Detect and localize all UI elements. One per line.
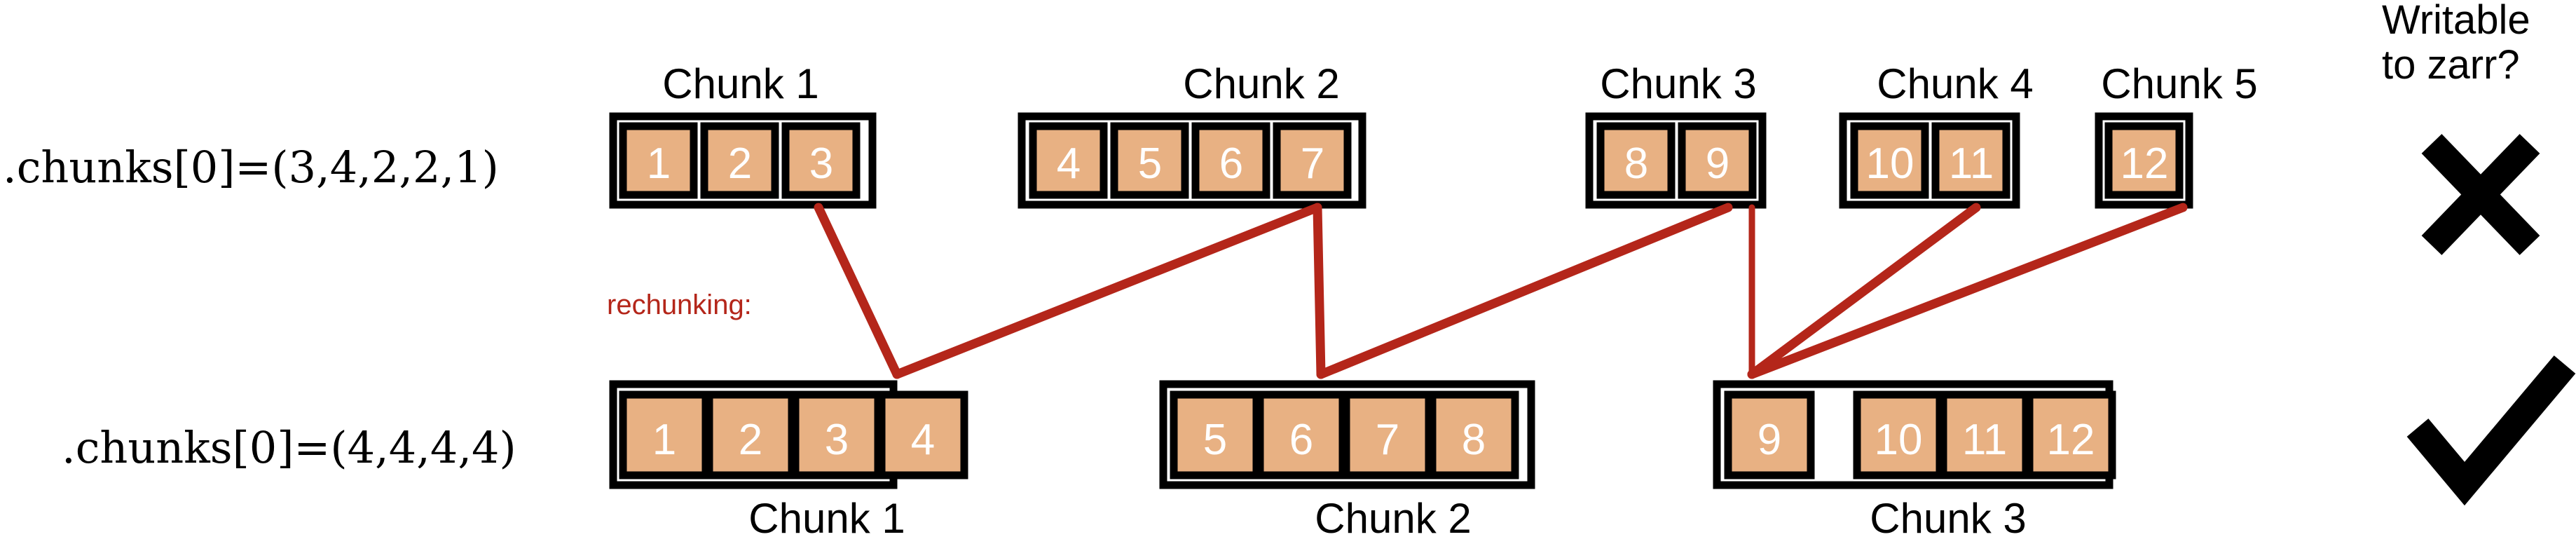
bottom-cell-1[interactable]: 1 <box>619 390 710 479</box>
top-cell-10-label: 10 <box>1866 140 1914 188</box>
top-cell-12[interactable]: 12 <box>2104 122 2184 199</box>
top-row-cells: 1 2 3 4 5 6 <box>619 122 2184 199</box>
writable-header-line2: to zarr? <box>2382 42 2520 88</box>
bottom-cell-7-label: 7 <box>1376 416 1399 464</box>
top-cell-4-label: 4 <box>1057 140 1081 188</box>
bottom-chunk-label-3: Chunk 3 <box>1870 495 2026 542</box>
bottom-cell-2-label: 2 <box>739 416 762 464</box>
bottom-cell-5[interactable]: 5 <box>1170 390 1261 479</box>
top-chunk-label-3: Chunk 3 <box>1600 60 1756 107</box>
top-group-4[interactable] <box>1839 112 2020 209</box>
bottom-cell-11[interactable]: 11 <box>1939 390 2030 479</box>
top-cell-2-label: 2 <box>728 140 752 188</box>
bottom-cell-12[interactable]: 12 <box>2025 390 2116 479</box>
bottom-row-code-label: .chunks[0]=(4,4,4,4) <box>62 422 516 473</box>
top-chunk-label-1: Chunk 1 <box>662 60 818 107</box>
top-row-code-label: .chunks[0]=(3,4,2,2,1) <box>3 142 499 193</box>
top-cell-7-label: 7 <box>1301 140 1324 188</box>
bottom-cell-10[interactable]: 10 <box>1853 390 1944 479</box>
check-mark-icon <box>2406 355 2576 506</box>
bottom-cell-7[interactable]: 7 <box>1342 390 1433 479</box>
top-group-5[interactable] <box>2095 112 2193 209</box>
bottom-cell-9[interactable]: 9 <box>1724 390 1815 479</box>
bottom-cell-8[interactable]: 8 <box>1428 390 1519 479</box>
connector-4 <box>1316 203 1733 379</box>
top-cell-4[interactable]: 4 <box>1029 122 1108 199</box>
bottom-cell-4[interactable]: 4 <box>877 390 968 479</box>
top-cell-1[interactable]: 1 <box>619 122 698 199</box>
bottom-cell-6[interactable]: 6 <box>1256 390 1347 479</box>
connector-7 <box>1747 203 2188 379</box>
top-cell-10[interactable]: 10 <box>1850 122 1929 199</box>
top-chunk-label-2: Chunk 2 <box>1183 60 1339 107</box>
bottom-cell-9-label: 9 <box>1758 416 1781 464</box>
top-cell-3[interactable]: 3 <box>781 122 861 199</box>
bottom-row-cells: 1 2 3 4 5 6 7 <box>619 390 2116 479</box>
bottom-cell-8-label: 8 <box>1462 416 1486 464</box>
bottom-group-2[interactable] <box>1159 380 1535 489</box>
top-group-2[interactable] <box>1018 112 1366 209</box>
top-row-chunk-labels: Chunk 1 Chunk 2 Chunk 3 Chunk 4 Chunk 5 <box>662 60 2257 107</box>
bottom-row-chunk-labels: Chunk 1 Chunk 2 Chunk 3 <box>748 495 2026 542</box>
top-cell-6[interactable]: 6 <box>1191 122 1270 199</box>
bottom-cell-11-label: 11 <box>1962 416 2007 464</box>
top-cell-1-label: 1 <box>647 140 671 188</box>
top-cell-7[interactable]: 7 <box>1273 122 1352 199</box>
rechunking-annotation: rechunking: <box>607 290 752 320</box>
top-cell-8-label: 8 <box>1624 140 1648 188</box>
cross-mark-icon <box>2421 134 2540 255</box>
connector-2 <box>892 203 1322 379</box>
writable-header-line1: Writable <box>2382 0 2530 43</box>
top-cell-2[interactable]: 2 <box>700 122 779 199</box>
connector-1 <box>814 203 902 379</box>
top-cell-3-label: 3 <box>809 140 833 188</box>
bottom-cell-4-label: 4 <box>911 416 935 464</box>
top-group-3[interactable] <box>1585 112 1767 209</box>
top-cell-12-label: 12 <box>2121 140 2169 188</box>
rechunk-connectors <box>814 203 2188 379</box>
bottom-cell-10-label: 10 <box>1875 416 1923 464</box>
top-cell-5[interactable]: 5 <box>1110 122 1189 199</box>
bottom-chunk-label-2: Chunk 2 <box>1315 495 1471 542</box>
top-cell-11[interactable]: 11 <box>1931 122 2010 199</box>
top-cell-9[interactable]: 9 <box>1678 122 1757 199</box>
top-cell-9-label: 9 <box>1706 140 1729 188</box>
bottom-cell-3-label: 3 <box>825 416 849 464</box>
bottom-cell-5-label: 5 <box>1203 416 1227 464</box>
bottom-cell-12-label: 12 <box>2047 416 2095 464</box>
bottom-cell-3[interactable]: 3 <box>791 390 882 479</box>
top-cell-8[interactable]: 8 <box>1596 122 1676 199</box>
bottom-cell-2[interactable]: 2 <box>705 390 796 479</box>
top-cell-5-label: 5 <box>1138 140 1162 188</box>
top-chunk-label-5: Chunk 5 <box>2101 60 2257 107</box>
top-row-groups <box>609 112 2193 209</box>
connector-5 <box>1747 203 1981 379</box>
connector-3 <box>1313 203 1326 379</box>
top-cell-6-label: 6 <box>1219 140 1243 188</box>
top-cell-11-label: 11 <box>1949 140 1994 188</box>
top-group-1[interactable] <box>609 112 877 209</box>
bottom-chunk-label-1: Chunk 1 <box>748 495 905 542</box>
writable-header: Writable to zarr? <box>2382 0 2530 88</box>
top-chunk-label-4: Chunk 4 <box>1877 60 2033 107</box>
bottom-cell-1-label: 1 <box>652 416 676 464</box>
bottom-cell-6-label: 6 <box>1289 416 1313 464</box>
